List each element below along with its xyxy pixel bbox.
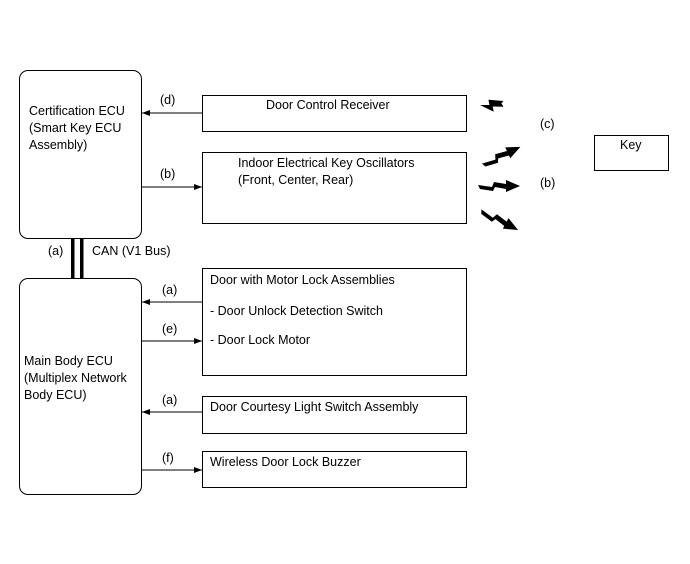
link-b-oscillator-label: (b) [160, 167, 176, 181]
link-a-motor-label: (a) [162, 283, 178, 297]
certification-ecu-block [19, 70, 142, 239]
main-body-ecu-line2: (Multiplex Network [24, 371, 127, 385]
door-control-receiver-block [202, 95, 467, 132]
radio-c-label: (c) [540, 117, 555, 131]
wireless-buzzer-label: Wireless Door Lock Buzzer [210, 455, 361, 469]
door-courtesy-block [202, 396, 467, 434]
indoor-oscillators-block [202, 152, 467, 224]
link-a-can-label: (a) [48, 244, 64, 258]
door-motor-lock-line3: - Door Lock Motor [210, 333, 311, 347]
link-a-courtesy-label: (a) [162, 393, 178, 407]
door-control-receiver-label: Door Control Receiver [266, 98, 390, 112]
indoor-oscillators-line1: Indoor Electrical Key Oscillators [238, 156, 415, 170]
key-label: Key [620, 138, 642, 152]
door-motor-lock-block [202, 268, 467, 376]
link-f-buzzer-label: (f) [162, 451, 174, 465]
door-motor-lock-line2: - Door Unlock Detection Switch [210, 304, 383, 318]
door-motor-lock-line1: Door with Motor Lock Assemblies [210, 273, 395, 287]
key-block [594, 135, 669, 171]
main-body-ecu-line1: Main Body ECU [24, 354, 113, 368]
certification-ecu-line3: Assembly) [29, 138, 88, 152]
main-body-ecu-block [19, 278, 142, 495]
certification-ecu-line1: Certification ECU [29, 104, 125, 118]
indoor-oscillators-line2: (Front, Center, Rear) [238, 173, 354, 187]
radio-wave-incoming-icon [480, 99, 504, 112]
certification-ecu-line2: (Smart Key ECU [29, 121, 122, 135]
main-body-ecu-line3: Body ECU) [24, 388, 87, 402]
radio-wave-out-bottom-icon [481, 209, 519, 230]
radio-b-label: (b) [540, 176, 556, 190]
radio-wave-out-middle-icon [478, 180, 520, 192]
can-bus-label: CAN (V1 Bus) [92, 244, 171, 258]
can-bus-line-right [80, 239, 84, 279]
link-e-motor-label: (e) [162, 322, 178, 336]
link-d-label: (d) [160, 93, 176, 107]
wireless-buzzer-block [202, 451, 467, 488]
door-courtesy-label: Door Courtesy Light Switch Assembly [210, 400, 419, 414]
can-bus-line-left [71, 239, 75, 279]
radio-wave-out-top-icon [481, 146, 521, 167]
